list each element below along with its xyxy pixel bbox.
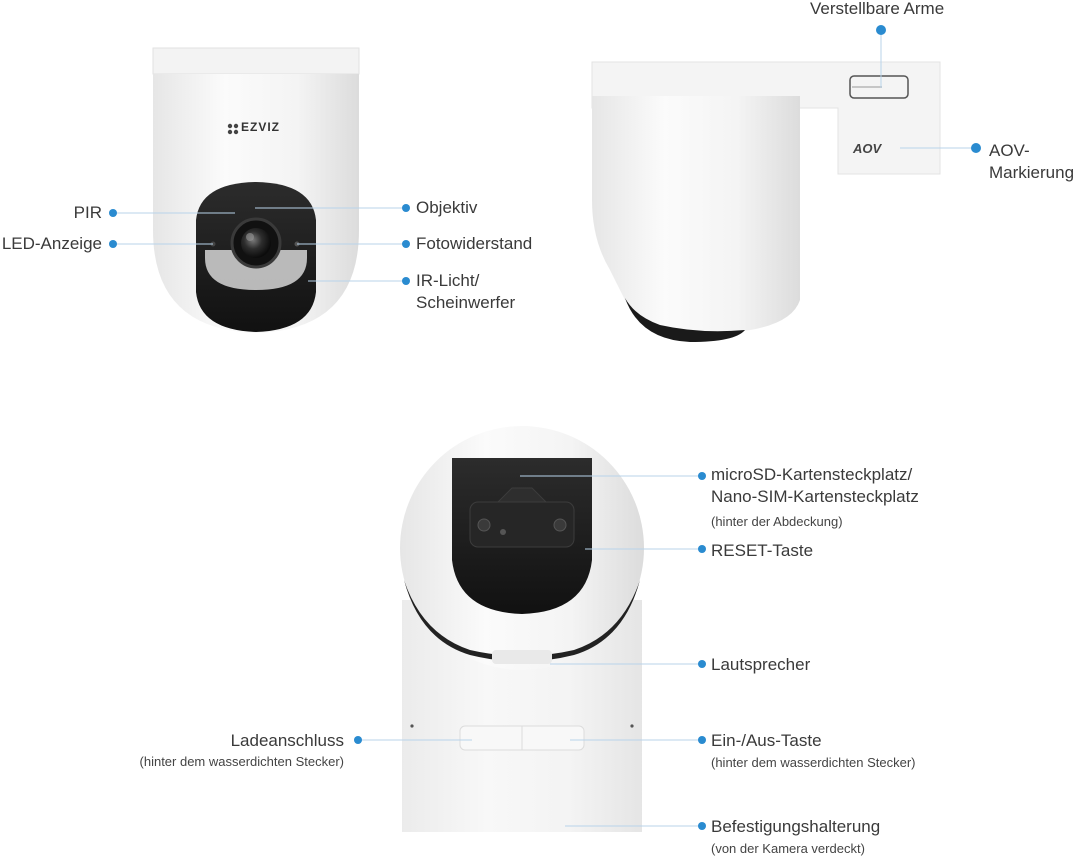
callout-dots [109,25,981,830]
label-reset-button: RESET-Taste [711,541,814,560]
label-adjustable-arms: Verstellbare Arme [810,0,945,18]
label-speaker: Lautsprecher [711,655,811,674]
leader-lines [113,30,976,827]
label-mounting-bracket: Befestigungshalterung [711,817,881,836]
label-led-indicator: LED-Anzeige [1,234,102,253]
note-sd-slot: (hinter der Abdeckung) [711,514,843,529]
label-ir-light-line1: IR-Licht/ [416,271,480,290]
front-camera [152,47,360,333]
label-lens: Objektiv [416,198,478,217]
label-sd-slot-line1: microSD-Kartensteckplatz/ [711,465,913,484]
label-sd-slot-line2: Nano-SIM-Kartensteckplatz [711,487,919,506]
note-power-button: (hinter dem wasserdichten Stecker) [711,755,916,770]
label-pir: PIR [73,203,102,222]
ezviz-logo-icon [227,123,239,135]
label-ir-light-line2: Scheinwerfer [416,293,516,312]
label-power-button: Ein-/Aus-Taste [711,731,822,750]
side-camera [591,61,941,342]
aov-marking-text: AOV [853,141,882,156]
label-aov-line1: AOV- [989,141,1030,160]
label-charging-port: Ladeanschluss [230,731,344,750]
brand-logo-text: EZVIZ [241,120,281,134]
note-charging-port: (hinter dem wasserdichten Stecker) [139,754,344,769]
label-photoresistor: Fotowiderstand [416,234,533,253]
label-aov-line2: Markierung [989,163,1075,182]
note-mounting-bracket: (von der Kamera verdeckt) [711,841,865,856]
back-camera [400,426,644,832]
